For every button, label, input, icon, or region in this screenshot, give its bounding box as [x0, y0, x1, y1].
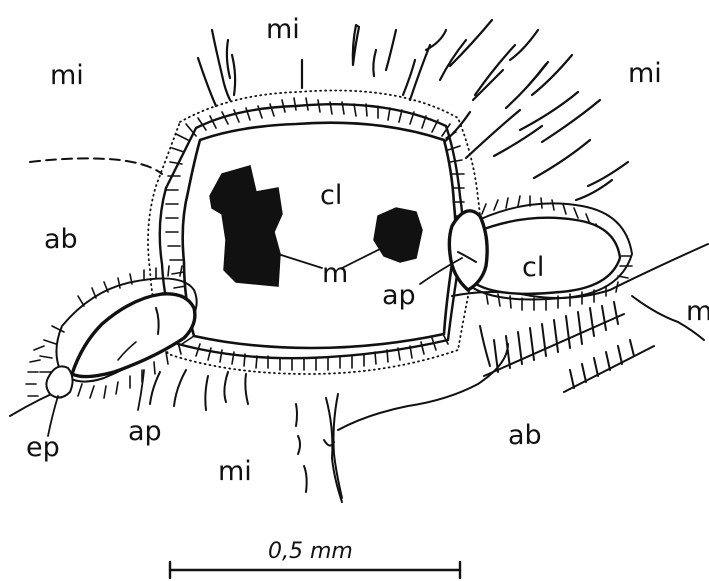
- label-ab-left: ab: [44, 224, 78, 255]
- label-mi-left: mi: [50, 60, 84, 91]
- label-ep: ep: [26, 432, 60, 463]
- label-ab-right: ab: [508, 420, 542, 451]
- label-mi-top: mi: [266, 14, 300, 45]
- label-ap-right: ap: [382, 280, 416, 311]
- mica-flakes-lower-right: [480, 302, 654, 392]
- label-mi-bottom: mi: [218, 456, 252, 487]
- scale-bar: 0,5 mm: [170, 539, 460, 578]
- label-cl-right: cl: [522, 252, 544, 283]
- label-mi-right: mi: [628, 58, 662, 89]
- scale-bar-label: 0,5 mm: [268, 539, 353, 564]
- leader-ap-left: [138, 370, 144, 410]
- label-cl-center: cl: [320, 180, 342, 211]
- label-ap-left: ap: [128, 416, 162, 447]
- label-m-center: m: [322, 258, 348, 289]
- apatite-right: [449, 211, 487, 290]
- label-m-edge: m: [686, 296, 709, 327]
- leader-ep: [48, 396, 58, 436]
- apatite-left: [72, 294, 195, 377]
- right-crystal: [470, 218, 620, 294]
- dashed-boundary: [30, 158, 162, 174]
- epidote-grain: [46, 366, 72, 397]
